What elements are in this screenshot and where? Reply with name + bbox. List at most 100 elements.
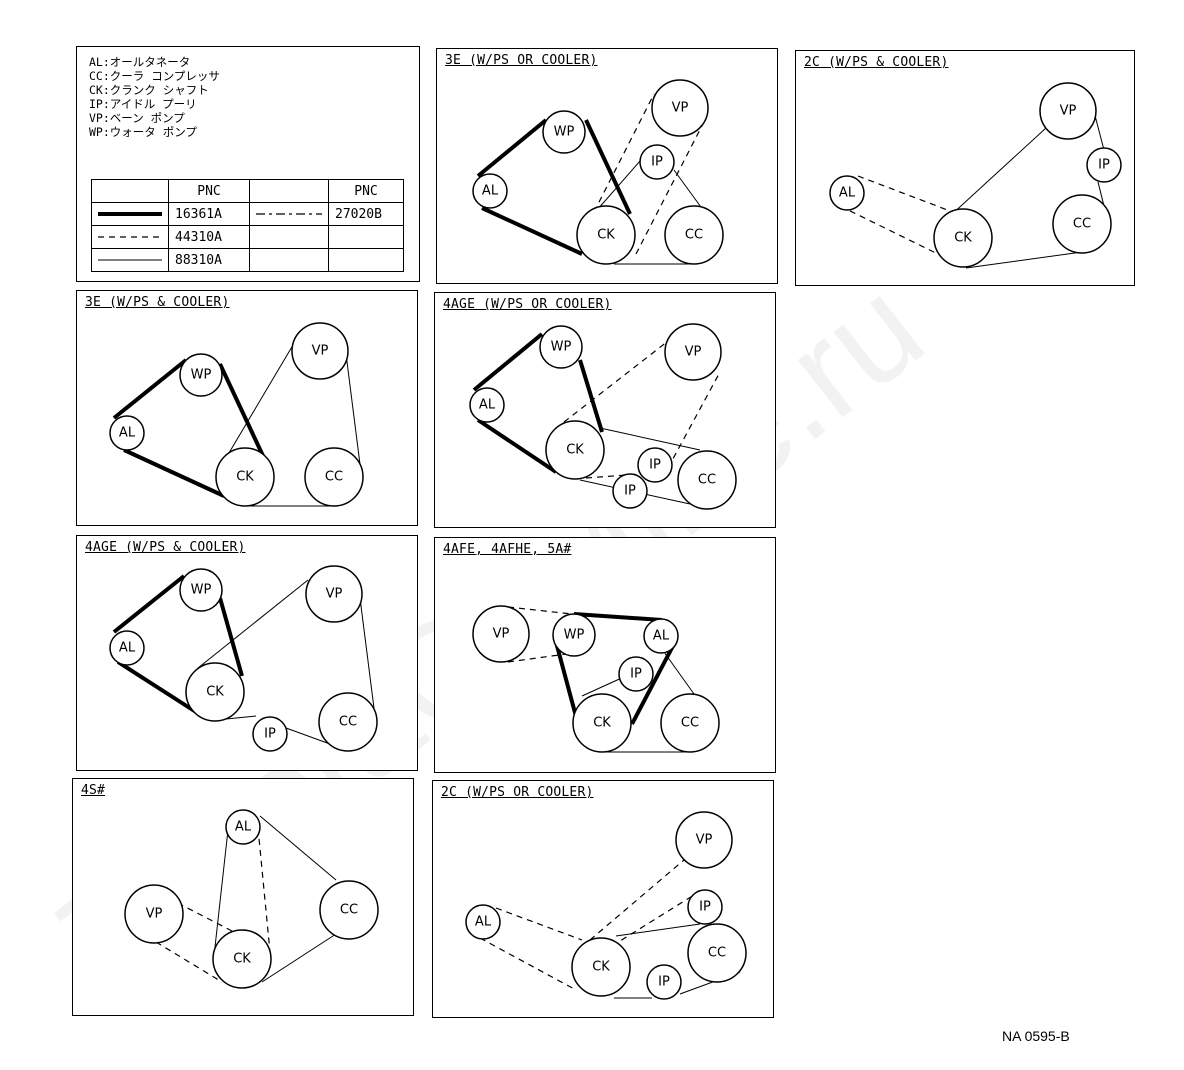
label-ck: CK [593,716,611,731]
label-al: AL [235,820,252,835]
line-style-dashdot [249,202,329,226]
label-ip: IP [651,155,663,170]
pulley-al [829,175,865,211]
pulley-vp [651,79,709,137]
table-row: 88310A [91,248,404,272]
label-al: AL [479,398,496,413]
diagram-panel-4age-ps-and-cooler: 4AGE (W/PS & COOLER) [76,535,418,771]
abbr-al: AL:オールタネータ [89,55,191,69]
label-ck: CK [236,470,254,485]
pulley-cc [664,205,724,265]
pulleys-4afe-4afhe-5a [472,605,720,753]
label-ck: CK [206,685,224,700]
label-vp: VP [685,345,702,360]
pulley-vp [291,322,349,380]
pulley-ip-lower [646,964,682,1000]
label-ck: CK [566,443,584,458]
figure-code: NA 0595-B [1002,1028,1070,1044]
label-wp: WP [551,340,572,355]
diagram-title: 4AGE (W/PS OR COOLER) [443,297,612,312]
pulley-ip [1086,147,1122,183]
pulley-ip [687,889,723,925]
abbr-wp: WP:ウォータ ポンプ [89,125,197,139]
pulley-ck [545,420,605,480]
label-vp: VP [672,101,689,116]
label-al: AL [839,186,856,201]
pulley-cc [319,880,379,940]
pulley-wp [542,110,586,154]
pulley-ck [185,662,245,722]
pulley-al [472,173,508,209]
label-wp: WP [554,125,575,140]
pulley-ck [576,205,636,265]
pulley-ck [933,208,993,268]
label-cc: CC [1073,217,1091,232]
pulley-ip [637,447,673,483]
pulley-wp [539,325,583,369]
diagram-title: 3E (W/PS OR COOLER) [445,53,598,68]
pulley-al [469,387,505,423]
pulley-ck [212,929,272,989]
label-ck: CK [592,960,610,975]
label-cc: CC [339,715,357,730]
pulley-al [109,630,145,666]
belts-3e-ps-and-cooler [112,339,363,507]
pulley-ck [215,447,275,507]
pulleys-2c-ps-and-cooler [829,82,1122,268]
belts-4age-ps-or-cooler [472,332,721,505]
pulley-wp [552,613,596,657]
pulleys-3e-ps-or-cooler [472,79,724,265]
pulleys-4s [124,809,379,989]
pulley-cc [304,447,364,507]
pulley-al [465,904,501,940]
pulley-cc [687,923,747,983]
pulley-vp [124,884,184,944]
pulley-wp [179,353,223,397]
label-cc: CC [685,228,703,243]
pulley-vp [305,565,363,623]
label-cc: CC [681,716,699,731]
label-al: AL [119,426,136,441]
legend-panel: AL:オールタネータ CC:クーラ コンプレッサ CK:クランク シャフト IP… [76,46,420,282]
label-vp: VP [312,344,329,359]
diagram-title: 4AFE, 4AFHE, 5A# [443,542,572,557]
pulley-ip [618,656,654,692]
label-al: AL [475,915,492,930]
pulleys-4age-ps-and-cooler [109,565,378,752]
diagram-title: 4S# [81,783,106,798]
belts-2c-ps-or-cooler [479,859,741,999]
pulley-al [225,809,261,845]
label-ip: IP [264,727,276,742]
pulleys-2c-ps-or-cooler [465,811,747,1000]
label-ip-lower: IP [658,975,670,990]
label-al: AL [482,184,499,199]
pulley-vp [664,323,722,381]
pulley-vp [472,605,530,663]
label-cc: CC [708,946,726,961]
pulley-wp [179,568,223,612]
pulley-al [109,415,145,451]
pulley-vp [1039,82,1097,140]
pulley-ck [571,937,631,997]
belts-4afe-4afhe-5a [507,606,695,753]
pulley-labels: WP AL VP IP CK CC VP IP AL CK CC WP AL V… [119,101,1110,990]
label-wp: WP [191,368,212,383]
label-ip-lower: IP [624,484,636,499]
pulley-cc [1052,194,1112,254]
abbr-cc: CC:クーラ コンプレッサ [89,69,220,83]
diagram-title: 3E (W/PS & COOLER) [85,295,230,310]
diagram-title: 2C (W/PS & COOLER) [804,55,949,70]
pulley-al [643,618,679,654]
abbr-ck: CK:クランク シャフト [89,83,209,97]
label-al: AL [119,641,136,656]
label-cc: CC [325,470,343,485]
abbr-ip: IP:アイドル プーリ [89,97,197,111]
label-wp: WP [191,583,212,598]
diagram-title: 4AGE (W/PS & COOLER) [85,540,246,555]
abbr-vp: VP:ベーン ポンプ [89,111,185,125]
belts-3e-ps-or-cooler [476,93,707,265]
table-row: 16361A 27020B [91,202,404,226]
pulley-ip-lower [612,473,648,509]
label-al: AL [653,629,670,644]
